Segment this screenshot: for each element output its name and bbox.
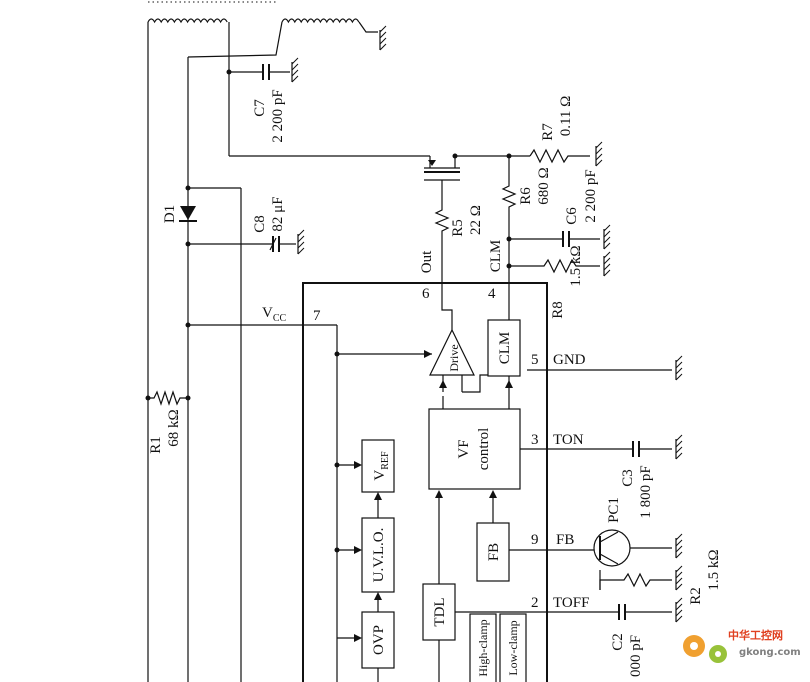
c3-value: 1 800 pF — [638, 465, 654, 518]
ground-symbol-aux — [379, 25, 387, 51]
r5-value: 22 Ω — [468, 205, 484, 235]
pin-3-number: 3 — [531, 432, 539, 448]
r6-value: 680 Ω — [536, 167, 552, 204]
high-clamp-label: High-clamp — [476, 619, 490, 676]
drive-amplifier: Drive — [429, 328, 488, 393]
r1-ref: R1 — [148, 436, 164, 454]
resistor-r8 — [506, 258, 600, 274]
pin-4-number: 4 — [488, 286, 496, 302]
clm-block — [487, 319, 521, 377]
resistor-r1 — [145, 390, 191, 406]
low-clamp-block — [499, 613, 527, 682]
ic-body — [302, 282, 548, 682]
pin-clm-name: CLM — [488, 240, 504, 273]
pin-toff-name: TOFF — [553, 595, 589, 611]
tdl-label: TDL — [432, 597, 448, 626]
r8-ref: R8 — [550, 301, 566, 319]
pin-9-number: 9 — [531, 532, 539, 548]
vf-control-block — [428, 408, 521, 490]
pin-out-name: Out — [419, 250, 435, 273]
low-clamp-label: Low-clamp — [506, 620, 520, 675]
pin-5-number: 5 — [531, 352, 539, 368]
fb-label: FB — [486, 543, 502, 561]
pc1-ref: PC1 — [606, 497, 622, 523]
uvlo-label: U.V.L.O. — [371, 528, 387, 583]
c2-ref: C2 — [610, 633, 626, 651]
capacitor-c7 — [226, 64, 290, 80]
transformer-winding-aux — [187, 18, 378, 58]
resistor-r5 — [434, 200, 453, 330]
c7-value: 2 200 pF — [270, 89, 286, 142]
pin-2-number: 2 — [531, 595, 539, 611]
watermark-url: gkong.com — [739, 647, 801, 658]
c8-value: 82 μF — [270, 196, 286, 231]
transformer-winding-primary — [147, 18, 230, 682]
pin-ton-name: TON — [553, 432, 584, 448]
fb-block — [476, 522, 510, 582]
r2-ref: R2 — [688, 587, 704, 605]
r7-value: 0.11 Ω — [558, 96, 574, 137]
r5-ref: R5 — [450, 219, 466, 237]
ovp-block — [361, 611, 395, 669]
c6-ref: C6 — [564, 207, 580, 225]
drive-label: Drive — [447, 344, 461, 371]
high-clamp-block — [469, 613, 497, 682]
vref-label: VREF — [372, 451, 391, 481]
r6-ref: R6 — [518, 187, 534, 205]
r1-value: 68 kΩ — [166, 409, 182, 446]
ovp-label: OVP — [371, 625, 387, 655]
r8-value: 1.5 kΩ — [568, 245, 584, 286]
r2-value: 1.5 kΩ — [706, 549, 722, 590]
pin-gnd-name: GND — [553, 352, 586, 368]
resistor-r6 — [501, 156, 517, 310]
mosfet — [424, 153, 460, 200]
c6-value: 2 200 pF — [583, 169, 599, 222]
capacitor-c8 — [188, 236, 296, 252]
c2-value: 000 pF — [628, 635, 644, 677]
watermark-logo: 中华工控网 gkong.com — [683, 628, 801, 663]
vcc-label: VCC — [262, 305, 287, 324]
diode-d1 — [179, 185, 197, 247]
pin-fb-name: FB — [556, 532, 574, 548]
vref-block — [361, 439, 395, 493]
vf-label-line1: VF — [456, 439, 472, 458]
d1-ref: D1 — [162, 205, 178, 223]
watermark-brand: 中华工控网 — [728, 628, 783, 642]
phototransistor-pc1 — [593, 529, 672, 590]
vf-label-line2: control — [476, 428, 492, 471]
pin-6-number: 6 — [422, 286, 430, 302]
c8-ref: C8 — [252, 215, 268, 233]
r7-ref: R7 — [540, 123, 556, 141]
gear-icon — [683, 635, 727, 663]
capacitor-c6 — [506, 231, 600, 247]
c3-ref: C3 — [620, 469, 636, 487]
pin-7-number: 7 — [313, 308, 321, 324]
clm-label: CLM — [497, 332, 513, 365]
c7-ref: C7 — [252, 99, 268, 117]
tdl-block — [422, 583, 456, 641]
